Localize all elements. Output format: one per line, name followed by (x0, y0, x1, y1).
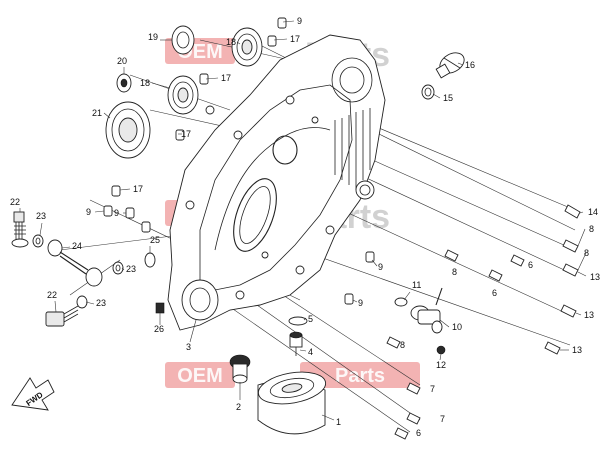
callout-label: 6 (416, 428, 421, 438)
clip-25 (144, 252, 156, 268)
oil-filler-cap-16 (435, 52, 465, 79)
callout-label: 11 (412, 280, 421, 290)
callout-label: 2 (236, 402, 241, 412)
callout-label: 8 (452, 267, 457, 277)
callout-label: 17 (133, 184, 143, 194)
oil-filter-1 (257, 371, 327, 435)
callout-label: 4 (308, 347, 313, 357)
callout-label: 13 (584, 310, 594, 320)
bearing-18-upper (231, 27, 263, 67)
bearing-18-lower (167, 75, 199, 115)
callout-labels: 1 2 3 4 5 6 6 6 7 7 8 8 8 9 9 9 9 9 10 1… (10, 16, 600, 438)
callout-label: 7 (430, 384, 435, 394)
watermark-parts-text: Parts (335, 365, 385, 387)
callout-label: 17 (221, 73, 231, 83)
callout-label: 8 (589, 224, 594, 234)
o-ring-15 (421, 84, 435, 100)
callout-label: 21 (92, 108, 102, 118)
callout-label: 18 (140, 78, 150, 88)
callout-label: 15 (443, 93, 453, 103)
callout-label: 17 (181, 129, 191, 139)
filter-screen-24 (47, 239, 103, 287)
callout-leaders (19, 20, 587, 421)
callout-label: 7 (440, 414, 445, 424)
callout-label: 19 (148, 32, 158, 42)
bearing-21 (105, 101, 151, 159)
valve-assembly-10 (410, 287, 443, 334)
bearing-19 (171, 25, 195, 55)
bolts (386, 204, 581, 440)
callout-label: 17 (290, 34, 300, 44)
callout-label: 22 (47, 290, 57, 300)
seal-20 (116, 73, 132, 93)
callout-label: 25 (150, 235, 160, 245)
callout-label: 9 (297, 16, 302, 26)
callout-label: 8 (584, 248, 589, 258)
filter-fitting-2 (229, 354, 251, 384)
plug-26 (155, 302, 165, 314)
washer-23-upper (32, 234, 44, 248)
drain-plug-22-upper (11, 211, 29, 248)
sensor-4 (289, 331, 303, 356)
fwd-direction-arrow: FWD (11, 377, 55, 411)
callout-label: 10 (452, 322, 462, 332)
callout-label: 23 (36, 211, 46, 221)
crankcase-cover (167, 34, 386, 331)
callout-label: 13 (590, 272, 600, 282)
drain-plug-22-lower (45, 305, 79, 327)
part-12 (436, 345, 446, 355)
callout-label: 18 (226, 37, 236, 47)
callout-label: 24 (72, 241, 82, 251)
callout-label: 16 (465, 60, 475, 70)
callout-label: 9 (114, 208, 119, 218)
callout-label: 9 (378, 262, 383, 272)
callout-label: 22 (10, 197, 20, 207)
o-ring-5 (288, 316, 308, 326)
callout-label: 9 (358, 298, 363, 308)
clip-11 (394, 297, 408, 307)
callout-label: 1 (336, 417, 341, 427)
callout-label: 8 (400, 340, 405, 350)
watermark-oem-text: OEM (177, 365, 223, 387)
callout-label: 13 (572, 345, 582, 355)
callout-label: 23 (96, 298, 106, 308)
callout-label: 9 (86, 207, 91, 217)
callout-label: 14 (588, 207, 598, 217)
callout-label: 6 (492, 288, 497, 298)
callout-label: 26 (154, 324, 164, 334)
dowel-pins (103, 17, 375, 305)
callout-label: 12 (436, 360, 446, 370)
callout-label: 3 (186, 342, 191, 352)
watermark-bottom: OEM Parts (165, 362, 420, 388)
callout-label: 20 (117, 56, 127, 66)
callout-label: 5 (308, 314, 313, 324)
callout-label: 23 (126, 264, 136, 274)
callout-label: 6 (528, 260, 533, 270)
washer-23-middle (112, 261, 124, 275)
washer-23-lower (76, 295, 88, 309)
